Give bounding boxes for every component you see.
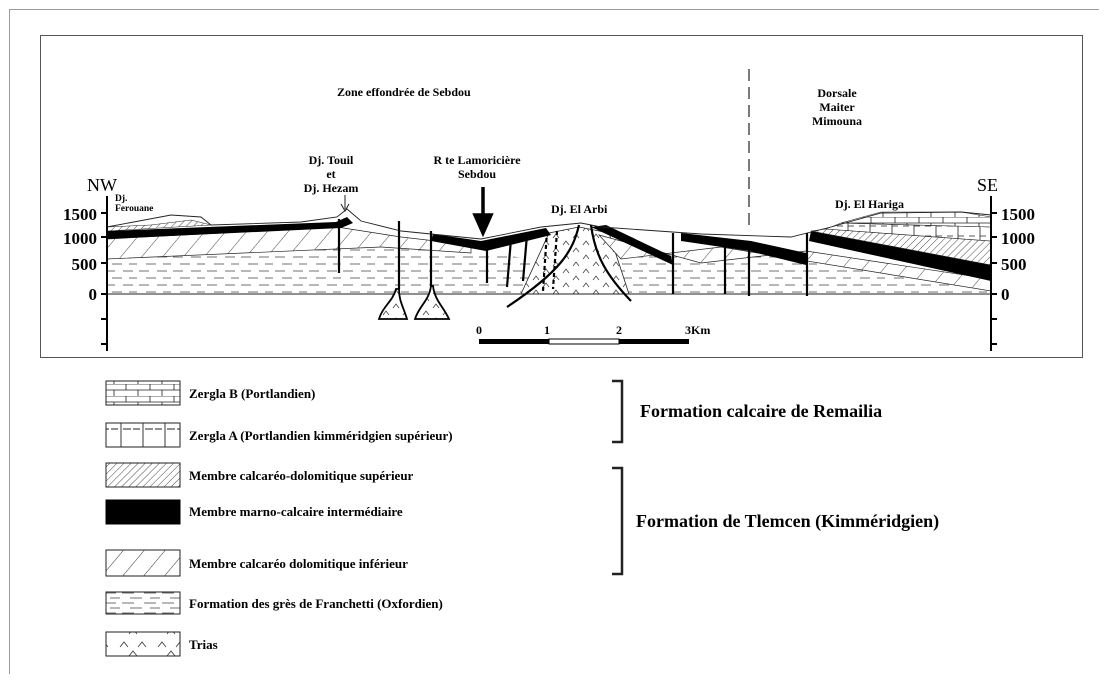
legend-label-franchetti: Formation des grès de Franchetti (Oxford… (189, 596, 443, 611)
topographic-profile (106, 208, 992, 240)
page-frame-left (9, 9, 10, 674)
group-label-tlemcen: Formation de Tlemcen (Kimméridgien) (636, 511, 939, 532)
lamoriciere-label-2: Sebdou (458, 167, 496, 181)
right-alt-500: 500 (1001, 255, 1027, 274)
touil-label-2: et (326, 167, 335, 181)
left-altitude-axis (101, 196, 108, 351)
ferouane-label-2: Ferouane (115, 204, 153, 214)
right-alt-1500: 1500 (1001, 205, 1035, 224)
touil-label-1: Dj. Touil (309, 153, 354, 167)
legend-label-lower-dolomitic: Membre calcaréo dolomitique inférieur (189, 556, 408, 571)
el-hariga-label: Dj. El Hariga (835, 197, 904, 211)
el-arbi-label: Dj. El Arbi (551, 202, 608, 216)
marno-calcaire-band-right-1 (591, 225, 673, 265)
legend-label-zergla-b: Zergla B (Portlandien) (189, 386, 315, 401)
marno-calcaire-band-left (107, 217, 353, 239)
ferouane-label-1: Dj. (115, 194, 127, 204)
direction-nw: NW (87, 175, 117, 195)
scale-label-2: 2 (616, 323, 622, 337)
legend-swatch-marno-calcaire (105, 499, 181, 525)
cross-section-svg: 1500 1000 500 0 1500 1000 500 0 NW SE Zo… (63, 69, 1035, 351)
left-alt-500: 500 (72, 255, 98, 274)
scale-label-1: 1 (544, 323, 550, 337)
legend-swatch-zergla-a (105, 422, 181, 448)
trias-intrusions (377, 285, 451, 320)
zone-sebdou-label: Zone effondrée de Sebdou (337, 85, 471, 99)
legend-swatch-franchetti (105, 591, 181, 615)
legend-swatch-upper-dolomitic (105, 462, 181, 488)
legend-label-zergla-a: Zergla A (Portlandien kimméridgien supér… (189, 428, 453, 443)
scale-bar (479, 338, 689, 345)
touil-arrow (340, 195, 350, 213)
left-alt-1000: 1000 (63, 229, 97, 248)
direction-se: SE (977, 175, 998, 195)
lamoriciere-label-1: R te Lamoricière (433, 153, 521, 167)
legend-swatch-trias (105, 631, 181, 657)
scale-label-0: 0 (476, 323, 482, 337)
legend-swatch-zergla-b (105, 380, 181, 406)
legend-label-trias: Trias (189, 637, 218, 652)
dorsale-label-1: Dorsale (817, 86, 857, 100)
cross-section-panel: 1500 1000 500 0 1500 1000 500 0 NW SE Zo… (40, 35, 1083, 358)
touil-label-3: Dj. Hezam (304, 181, 359, 195)
dorsale-label-3: Mimouna (812, 114, 862, 128)
right-altitude-axis (990, 196, 997, 351)
legend-swatch-lower-dolomitic (105, 549, 181, 577)
legend-label-upper-dolomitic: Membre calcaréo-dolomitique supérieur (189, 468, 414, 483)
legend: Zergla B (Portlandien) Zergla A (Portlan… (105, 379, 939, 657)
marno-calcaire-band-centre (431, 228, 551, 251)
bracket-remailia (612, 379, 624, 444)
page-frame-top (9, 9, 1099, 10)
lower-dolomitic-left (106, 226, 472, 260)
marno-calcaire-band-right-3 (809, 231, 991, 281)
legend-label-marno-calcaire: Membre marno-calcaire intermédiaire (189, 504, 403, 519)
dorsale-label-2: Maiter (819, 100, 855, 114)
upper-dolomitic-left (106, 219, 212, 232)
right-alt-1000: 1000 (1001, 229, 1035, 248)
right-alt-0: 0 (1001, 285, 1010, 304)
bracket-tlemcen (612, 466, 624, 576)
scale-label-3: 3Km (685, 323, 710, 337)
faults (337, 219, 809, 308)
group-label-remailia: Formation calcaire de Remailia (640, 401, 882, 421)
lamoriciere-arrow (472, 187, 494, 238)
left-alt-0: 0 (89, 285, 98, 304)
marno-calcaire-band-right-2 (681, 233, 806, 265)
left-alt-1500: 1500 (63, 205, 97, 224)
